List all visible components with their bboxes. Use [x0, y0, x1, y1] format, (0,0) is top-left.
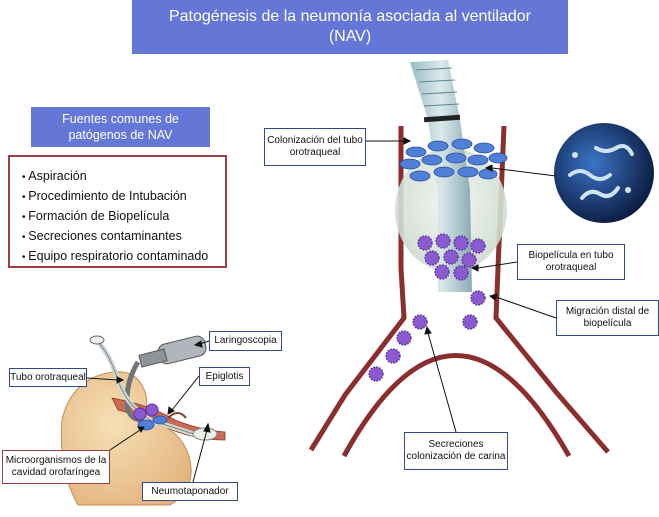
- label-secreciones: Secreciones colonización de carina: [404, 432, 508, 470]
- label-secreciones-line-1: Secreciones: [428, 439, 484, 450]
- label-migracion: Migración distal de biopelícula: [556, 300, 659, 336]
- label-biopelicula-tubo: Biopelícula en tubo orotraqueal: [517, 244, 625, 280]
- label-microorganismos-line-2: cavidad orofaríngea: [11, 467, 101, 478]
- label-epiglotis-text: Epiglotis: [205, 370, 244, 382]
- label-neumotaponador-text: Neumotaponador: [151, 485, 229, 497]
- label-laringoscopia-text: Laringoscopia: [214, 335, 277, 346]
- label-microorganismos: Microorganismos de la cavidad orofarínge…: [2, 450, 110, 484]
- label-colonizacion-tubo: Colonización del tubo orotraqueal: [264, 128, 366, 166]
- sources-header: Fuentes comunes de patógenos de NAV: [31, 107, 210, 147]
- sources-list: Aspiración Procedimiento de Intubación F…: [22, 167, 225, 267]
- lower-pointers: [86, 340, 211, 483]
- label-migracion-line-2: biopelícula: [583, 318, 632, 329]
- source-item: Aspiración: [22, 167, 225, 187]
- sources-header-line-2: patógenos de NAV: [68, 128, 173, 142]
- source-item: Equipo respiratorio contaminado: [22, 247, 225, 267]
- source-item: Formación de Biopelícula: [22, 207, 225, 227]
- sources-list-box: Aspiración Procedimiento de Intubación F…: [8, 155, 227, 268]
- diagram-title: Patogénesis de la neumonía asociada al v…: [132, 0, 568, 54]
- label-biopelicula-tubo-line-2: orotraqueal: [545, 262, 597, 273]
- bacteria-purple-cluster: [368, 233, 486, 382]
- source-item: Procedimiento de Intubación: [22, 187, 225, 207]
- sources-header-line-1: Fuentes comunes de: [62, 112, 179, 126]
- label-tubo-orotraqueal-text: Tubo orotraqueal: [10, 371, 86, 383]
- title-line-2: (NAV): [328, 28, 372, 45]
- source-item: Secreciones contaminantes: [22, 227, 225, 247]
- upper-pointers: [366, 137, 557, 433]
- label-secreciones-line-2: colonización de carina: [406, 451, 506, 462]
- label-colonizacion-tubo-line-2: orotraqueal: [289, 147, 341, 158]
- microscope-inset: [554, 123, 654, 223]
- label-tubo-orotraqueal: Tubo orotraqueal: [9, 368, 87, 387]
- label-epiglotis: Epiglotis: [199, 367, 250, 386]
- label-microorganismos-line-1: Microorganismos de la: [5, 455, 107, 466]
- label-colonizacion-tubo-line-1: Colonización del tubo: [267, 135, 363, 146]
- title-line-1: Patogénesis de la neumonía asociada al v…: [168, 8, 532, 25]
- label-laringoscopia: Laringoscopia: [209, 331, 282, 351]
- label-biopelicula-tubo-line-1: Biopelícula en tubo: [528, 250, 614, 261]
- label-neumotaponador: Neumotaponador: [142, 482, 238, 501]
- label-migracion-line-1: Migración distal de: [565, 306, 650, 317]
